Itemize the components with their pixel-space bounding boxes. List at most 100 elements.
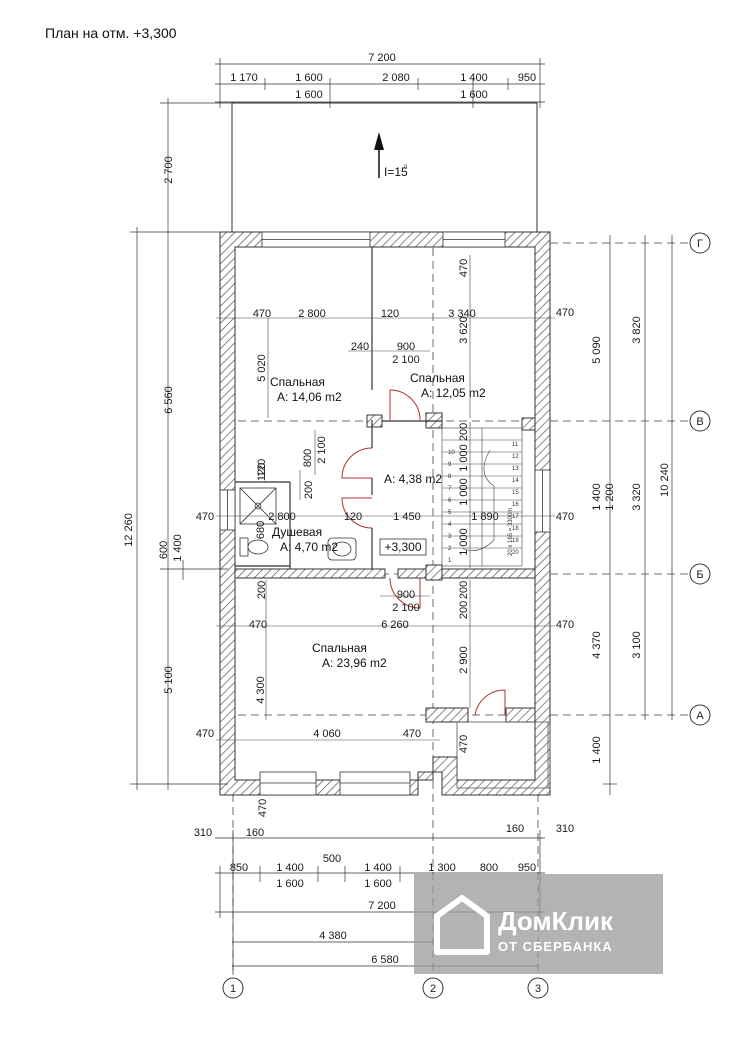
axis-bubble-Б: Б: [689, 563, 711, 585]
right-dimension-lines: [603, 235, 673, 795]
balcony-outline: [456, 721, 551, 789]
partitions: [235, 247, 442, 569]
dim-int-7: 3 620: [458, 316, 470, 344]
slope-arrow: [374, 132, 384, 178]
dim-int-19: 470: [196, 511, 214, 523]
dim-int-38: 470: [458, 735, 470, 753]
dim-left-5100: 5 100: [163, 666, 175, 694]
dim-int-13: 2 100: [316, 436, 328, 464]
dim-left-600: 600: [158, 541, 170, 559]
stair-step-number: 6: [448, 498, 452, 504]
dim-top-1: 1 170: [230, 72, 258, 84]
stair-step-number: 18: [512, 526, 519, 532]
svg-text:В: В: [696, 416, 703, 428]
dim-int-36: 4 060: [313, 728, 341, 740]
stair-step-number: 16: [512, 502, 519, 508]
plan-title: План на отм. +3,300: [45, 25, 177, 41]
room-name-bedroom-1: Спальная: [270, 375, 325, 389]
svg-text:3: 3: [535, 983, 541, 995]
axis-bubble-В: В: [689, 410, 711, 432]
stair-step-number: 13: [512, 466, 519, 472]
stair-step-number: 2: [448, 546, 452, 552]
dim-left-1400: 1 400: [172, 534, 184, 562]
dim-int-3: 120: [381, 308, 399, 320]
stair-step-number: 9: [448, 462, 452, 468]
dim-int-25: 680: [255, 521, 267, 539]
stair-step-number: 10: [448, 450, 455, 456]
dim-bot-2: 1 400: [276, 862, 304, 874]
svg-text:1: 1: [230, 983, 236, 995]
room-area-hall: A: 4,38 m2: [384, 472, 442, 486]
dim-int-31: 6 260: [381, 619, 409, 631]
stair-step-number: 8: [448, 474, 452, 480]
stair-step-number: 1: [448, 558, 452, 564]
dim-right-1400b: 1 400: [591, 736, 603, 764]
stair-step-number: 14: [512, 478, 519, 484]
dim-int-9: 900: [397, 341, 415, 353]
dim-bot-310a: 310: [194, 827, 212, 839]
dim-right-3820: 3 820: [631, 316, 643, 344]
dim-right-4370: 4 370: [591, 631, 603, 659]
dim-right-1200: 1 200: [604, 483, 616, 511]
dim-int-28: 2 100: [392, 602, 420, 614]
room-area-shower: A: 4,70 m2: [280, 540, 338, 554]
stair-step-number: 7: [448, 486, 452, 492]
svg-text:А: А: [696, 710, 704, 722]
axis-bubble-Г: Г: [689, 232, 711, 254]
dim-int-30: 470: [249, 619, 267, 631]
dim-bot-160a: 160: [246, 827, 264, 839]
sink: [327, 537, 357, 561]
dim-left-12260: 12 260: [123, 513, 135, 547]
top-dimension-lines: [215, 58, 545, 108]
axis-bubble-2: 2: [422, 977, 444, 999]
dim-top-2: 1 600: [295, 72, 323, 84]
dim-int-4: 3 340: [448, 308, 476, 320]
dim-int-41: 200: [458, 601, 470, 619]
dim-bot-1: 850: [230, 862, 248, 874]
dim-top-4: 1 400: [460, 72, 488, 84]
dim-int-15: 120: [256, 459, 268, 477]
dim-int-8: 240: [351, 341, 369, 353]
dim-bot-310b: 310: [556, 823, 574, 835]
dim-int-24: 470: [556, 511, 574, 523]
dim-bot-9: 1 600: [364, 878, 392, 890]
svg-text:2: 2: [430, 983, 436, 995]
dim-int-40: 200: [458, 423, 470, 441]
dim-int-26: 200: [256, 581, 268, 599]
toilet: [239, 537, 269, 557]
dim-int-33: 2 900: [458, 646, 470, 674]
room-area-bedroom-2: A: 12,05 m2: [421, 386, 486, 400]
dim-int-32: 470: [556, 619, 574, 631]
dim-int-2: 2 800: [298, 308, 326, 320]
room-name-bedroom-2: Спальная: [410, 371, 465, 385]
domclick-watermark: ДомКлик ОТ СБЕРБАНКА: [414, 874, 663, 974]
svg-text:Б: Б: [696, 569, 703, 581]
dim-int-39: 120: [256, 463, 268, 481]
room-name-bedroom-3: Спальная: [312, 641, 367, 655]
level-mark: +3,300: [379, 538, 427, 556]
dim-top-7: 1 600: [460, 89, 488, 101]
roof-outline: [231, 102, 538, 232]
dim-int-5: 470: [556, 307, 574, 319]
room-area-bedroom-3: A: 23,96 m2: [322, 656, 387, 670]
dim-left-6560: 6 560: [163, 386, 175, 414]
dim-bot-160b: 160: [506, 823, 524, 835]
dim-bot-7: 950: [518, 862, 536, 874]
stair-step-number: 5: [448, 510, 452, 516]
dim-int-27: 900: [397, 589, 415, 601]
house-logo-icon: [434, 895, 490, 955]
dim-int-21: 120: [344, 511, 362, 523]
stair-step-number: 12: [512, 454, 519, 460]
dim-bot-4: 1 400: [364, 862, 392, 874]
dim-int-42: 470: [257, 799, 269, 817]
interior-dimension-lines: [216, 255, 555, 741]
dim-int-10: 2 100: [392, 354, 420, 366]
left-dimension-lines: [130, 98, 236, 790]
dim-int-20: 2 800: [268, 511, 296, 523]
dim-int-18: 1 000: [458, 528, 470, 556]
dim-bot-8: 1 600: [276, 878, 304, 890]
stair-step-number: 19: [512, 538, 519, 544]
dim-right-1400a: 1 400: [591, 483, 603, 511]
axis-bubble-А: А: [689, 704, 711, 726]
svg-text:Г: Г: [697, 238, 703, 250]
